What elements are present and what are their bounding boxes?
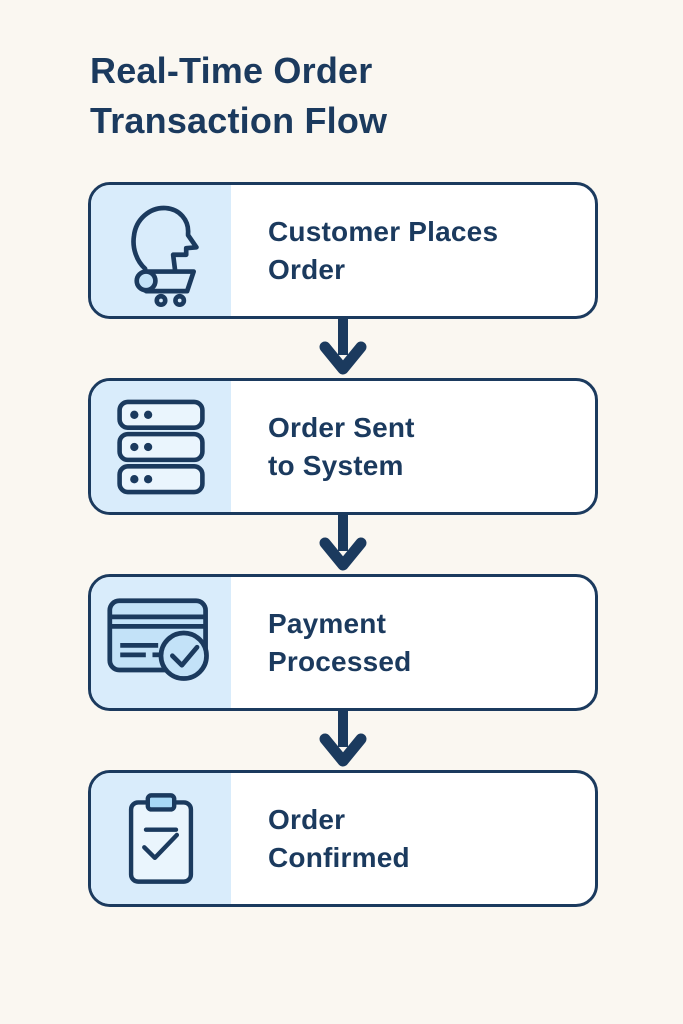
step-icon-panel	[91, 381, 231, 512]
step-label: Customer Places Order	[231, 185, 595, 316]
step-label-line: Processed	[268, 645, 412, 677]
flow-arrow	[88, 515, 598, 574]
credit-card-check-icon	[107, 598, 209, 681]
flow-arrow	[88, 711, 598, 770]
step-label-line: Order Sent	[268, 411, 415, 443]
step-label-line: Confirmed	[268, 841, 410, 873]
step-card-order-confirmed: Order Confirmed	[88, 770, 598, 907]
step-label: Order Confirmed	[231, 773, 595, 904]
step-label-line: to System	[268, 449, 404, 481]
down-arrow-icon	[319, 515, 367, 571]
page-title: Real-Time Order Transaction Flow	[90, 46, 683, 146]
server-stack-icon	[117, 399, 205, 494]
step-icon-panel	[91, 773, 231, 904]
clipboard-check-icon	[128, 793, 194, 884]
flow-arrow	[88, 319, 598, 378]
step-label-line: Payment	[268, 607, 387, 639]
step-label: Payment Processed	[231, 577, 595, 708]
step-label-line: Order	[268, 253, 346, 285]
step-label-line: Order	[268, 803, 346, 835]
step-label-line: Customer Places	[268, 215, 499, 247]
step-card-order-sent-to-system: Order Sent to System	[88, 378, 598, 515]
step-icon-panel	[91, 577, 231, 708]
title-line-2: Transaction Flow	[90, 100, 388, 141]
step-icon-panel	[91, 185, 231, 316]
flowchart: Customer Places Order	[88, 182, 598, 907]
down-arrow-icon	[319, 319, 367, 375]
step-label: Order Sent to System	[231, 381, 595, 512]
step-card-payment-processed: Payment Processed	[88, 574, 598, 711]
title-line-1: Real-Time Order	[90, 50, 373, 91]
down-arrow-icon	[319, 711, 367, 767]
customer-cart-icon	[131, 205, 199, 307]
step-card-customer-places-order: Customer Places Order	[88, 182, 598, 319]
